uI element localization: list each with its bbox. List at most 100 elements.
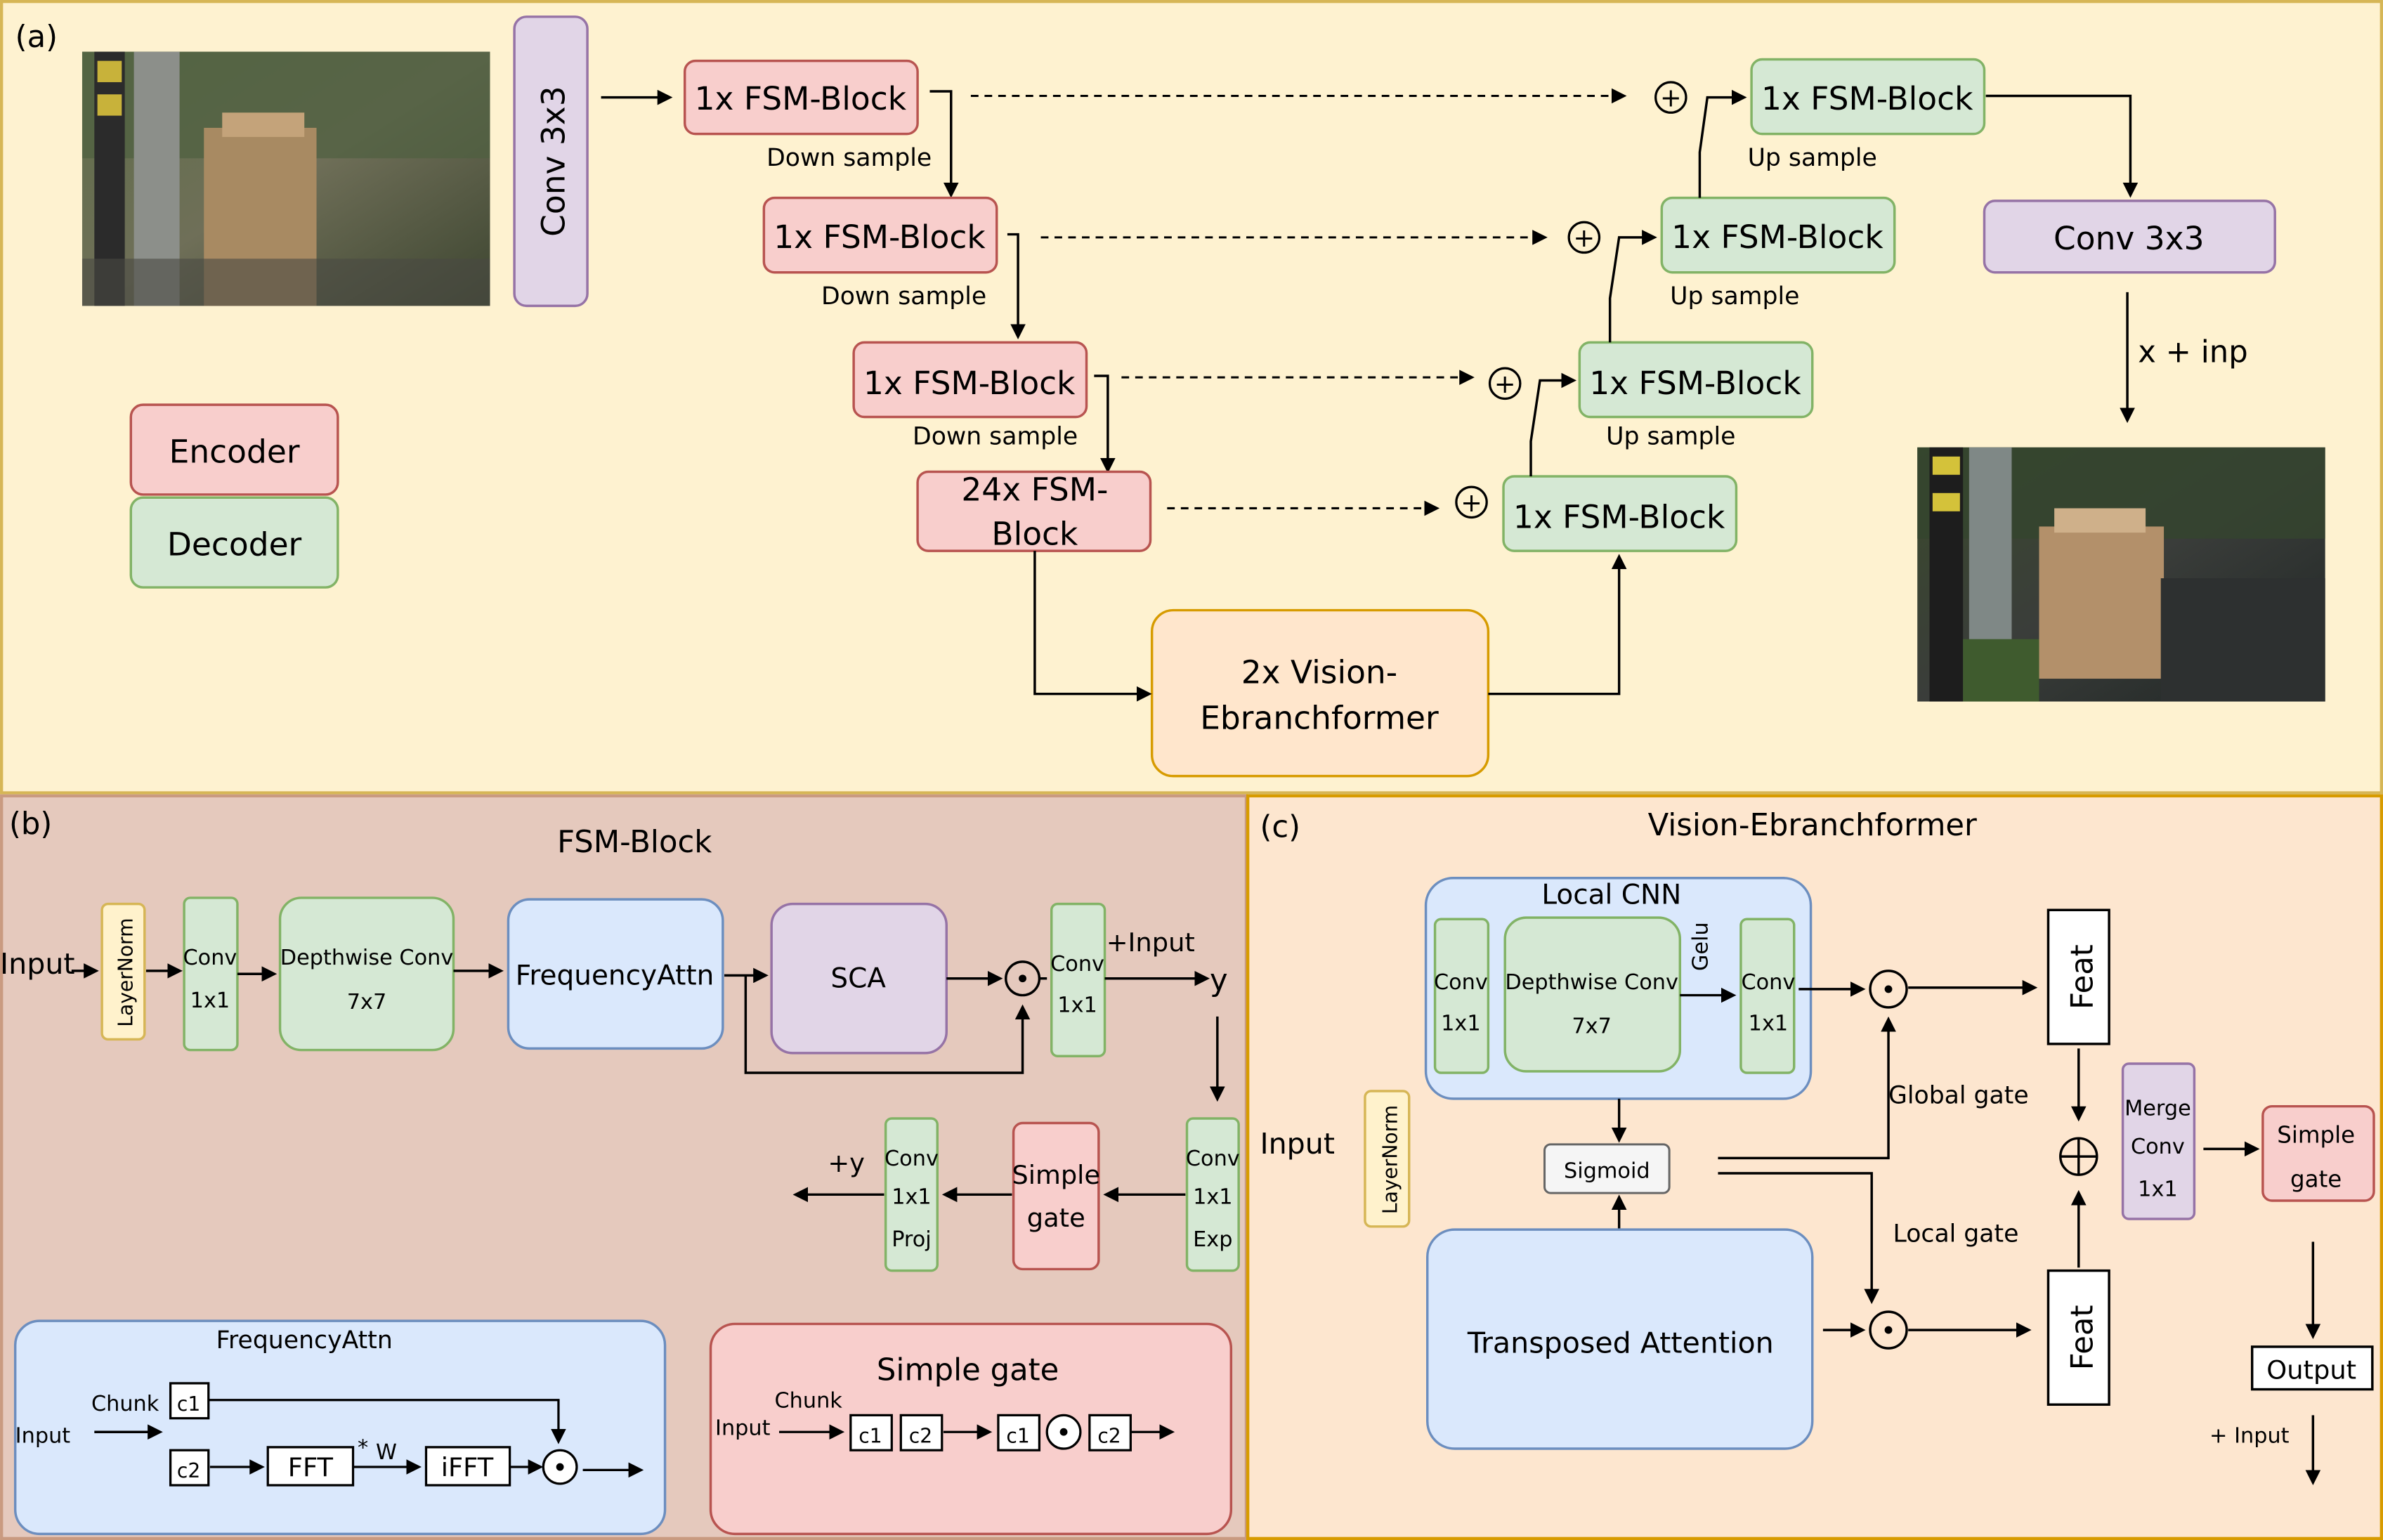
vef-layernorm [1364, 1090, 1411, 1228]
decoder-block-2-label: 1x FSM-Block [1671, 218, 1883, 256]
svg-text:FFT: FFT [288, 1452, 334, 1482]
vef-simple-gate [2261, 1104, 2375, 1202]
gelu-label: Gelu [1688, 922, 1713, 971]
input-image [81, 51, 490, 306]
conv-out-label: Conv 3x3 [2054, 220, 2205, 257]
encoder-block-3 [852, 341, 1088, 419]
plus-circle-4: + [1455, 485, 1488, 519]
svg-text:c2: c2 [1097, 1424, 1121, 1447]
svg-text:1x1: 1x1 [1193, 1185, 1233, 1209]
freq-attn-detail-title: FrequencyAttn [216, 1326, 393, 1355]
svg-text:c1: c1 [858, 1424, 882, 1447]
sigmoid-block [1543, 1143, 1671, 1194]
fsm-depthwise-conv [278, 896, 455, 1052]
decoder-block-4 [1502, 475, 1738, 552]
svg-text:Conv: Conv [1186, 1147, 1240, 1171]
local-cnn-label: Local CNN [1541, 880, 1681, 911]
svg-text:7x7: 7x7 [1572, 1014, 1612, 1039]
svg-text:Input: Input [15, 1423, 71, 1448]
svg-text:+: + [1461, 488, 1482, 518]
fsm-plus-input-label: +Input [1106, 927, 1195, 958]
svg-text:*: * [358, 1436, 368, 1461]
middle-block-label-1: 24x FSM- [961, 471, 1108, 509]
panel-c: (c) Vision-Ebranchformer Local CNN Conv … [1246, 794, 2383, 1540]
svg-text:Conv: Conv [1434, 970, 1488, 995]
up-sample-label-2: Up sample [1670, 282, 1799, 311]
svg-text:SCA: SCA [830, 963, 886, 995]
encoder-block-3-label: 1x FSM-Block [863, 365, 1076, 402]
conv-in-block [513, 15, 589, 308]
encoder-block-1 [683, 59, 919, 136]
svg-text:Conv: Conv [1741, 970, 1795, 995]
panel-a-tag: (a) [15, 20, 58, 55]
svg-text:iFFT: iFFT [441, 1452, 494, 1482]
decoder-block-4-label: 1x FSM-Block [1513, 499, 1725, 536]
sg-c2 [899, 1414, 944, 1451]
fsm-layernorm [100, 902, 146, 1041]
fsm-conv2 [1050, 902, 1106, 1057]
panel-b-tag: (b) [9, 807, 52, 842]
encoder-block-2-label: 1x FSM-Block [773, 218, 986, 256]
svg-text:Sigmoid: Sigmoid [1564, 1159, 1650, 1183]
svg-text:Input: Input [715, 1416, 771, 1441]
global-multiply-node [1869, 970, 1908, 1009]
local-multiply-node [1869, 1310, 1908, 1350]
fsm-layernorm-label: LayerNorm [114, 918, 137, 1026]
encoder-block-1-label: 1x FSM-Block [695, 80, 907, 117]
panel-a: (a) Conv 3x3 1x FSM-Block Down sample 1x… [0, 0, 2383, 795]
legend-decoder-label: Decoder [167, 526, 302, 563]
vef-conv2 [1739, 918, 1796, 1074]
fa-ifft [424, 1446, 511, 1487]
svg-text:Depthwise Conv: Depthwise Conv [280, 946, 454, 970]
encoder-block-2 [762, 196, 998, 274]
fsm-conv1 [183, 896, 239, 1052]
svg-text:+: + [1660, 83, 1682, 113]
legend-encoder-label: Encoder [169, 433, 300, 470]
svg-text:Feat: Feat [2065, 1305, 2100, 1371]
feat-top [2046, 908, 2110, 1045]
fsm-input-label: Input [0, 947, 75, 981]
svg-text:+: + [1573, 223, 1595, 253]
svg-text:Conv: Conv [884, 1147, 939, 1171]
svg-text:c1: c1 [177, 1392, 200, 1416]
vef-input-label: Input [1260, 1127, 1335, 1161]
middle-block-label-2: Block [991, 515, 1078, 552]
svg-text:Conv: Conv [183, 946, 237, 970]
svg-text:gate: gate [2290, 1166, 2342, 1192]
down-sample-label-3: Down sample [913, 422, 1078, 450]
fsm-conv-proj [884, 1117, 939, 1272]
panel-c-tag: (c) [1260, 809, 1300, 844]
svg-text:Simple: Simple [1012, 1160, 1100, 1190]
svg-text:Output: Output [2266, 1355, 2356, 1385]
sg-multiply-node [1045, 1414, 1082, 1450]
svg-text:1x1: 1x1 [2138, 1177, 2178, 1201]
vision-label-2: Ebranchformer [1200, 700, 1439, 737]
fsm-simple-gate [1012, 1121, 1100, 1271]
svg-text:Exp: Exp [1193, 1227, 1232, 1252]
decoder-block-3 [1578, 341, 1814, 419]
svg-text:Proj: Proj [892, 1227, 932, 1252]
svg-text:1x1: 1x1 [1749, 1011, 1789, 1036]
svg-text:FrequencyAttn: FrequencyAttn [516, 960, 714, 991]
down-sample-label-1: Down sample [766, 144, 932, 172]
svg-text:1x1: 1x1 [892, 1185, 932, 1209]
svg-text:c2: c2 [909, 1424, 932, 1447]
svg-text:1x1: 1x1 [1057, 993, 1097, 1017]
svg-text:Depthwise Conv: Depthwise Conv [1505, 970, 1678, 995]
fsm-frequency-attn [507, 898, 724, 1050]
fsm-plus-y-label: +y [828, 1148, 865, 1178]
up-sample-label-3: Up sample [1606, 422, 1735, 450]
down-sample-label-2: Down sample [821, 282, 986, 311]
conv-out-block [1983, 200, 2276, 274]
vef-output-block [2250, 1345, 2374, 1391]
svg-text:c1: c1 [1006, 1424, 1029, 1447]
svg-text:Transposed Attention: Transposed Attention [1467, 1326, 1774, 1360]
svg-text:+: + [1494, 369, 1516, 399]
fa-fft [266, 1446, 355, 1487]
legend-encoder [129, 403, 339, 496]
simple-gate-detail [709, 1322, 1233, 1536]
vef-plus-input-label: + Input [2209, 1423, 2290, 1448]
svg-text:Simple: Simple [2277, 1122, 2355, 1149]
svg-text:gate: gate [1027, 1203, 1085, 1233]
